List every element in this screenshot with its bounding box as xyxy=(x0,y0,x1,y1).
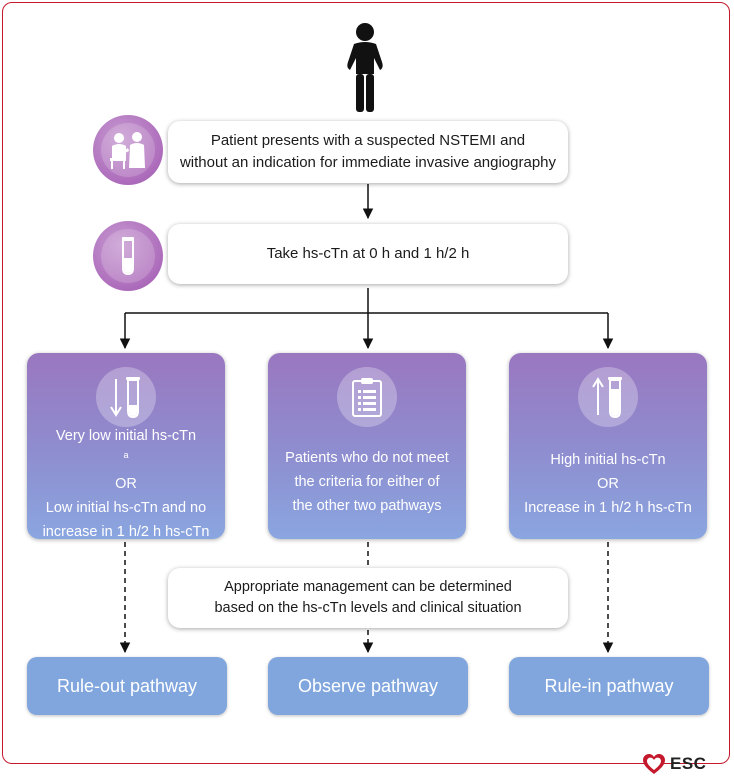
test-tube-icon-circle xyxy=(93,221,163,291)
management-note: Appropriate management can be determined… xyxy=(168,568,568,628)
esc-logo-text: ESC xyxy=(670,754,707,773)
step-patient-presents: Patient presents with a suspected NSTEMI… xyxy=(168,121,568,183)
step-patient-presents-text: Patient presents with a suspected NSTEMI… xyxy=(179,132,557,171)
card-other-line2: the criteria for either of xyxy=(294,474,440,490)
card-low-line3: Low initial hs-cTn and no xyxy=(45,500,207,516)
test-tube-up-icon-circle xyxy=(578,367,638,427)
card-high-hs-ctn: High initial hs-cTn OR Increase in 1 h/2… xyxy=(509,353,707,539)
card-other-line1: Patients who do not meet xyxy=(285,450,449,466)
esc-logo: ESC xyxy=(642,752,706,776)
card-other-line3: the other two pathways xyxy=(292,498,442,514)
test-tube-down-icon xyxy=(110,377,140,419)
management-note-text: Appropriate management can be determined… xyxy=(214,579,522,616)
card-low-line4: increase in 1 h/2 h hs-cTn xyxy=(42,524,210,540)
diagram-frame xyxy=(2,2,730,764)
rule-in-pathway: Rule-in pathway xyxy=(509,657,709,715)
doctor-patient-icon-circle xyxy=(93,115,163,185)
card-other-patients: Patients who do not meet the criteria fo… xyxy=(268,353,466,539)
esc-heart-logo xyxy=(643,754,665,774)
test-tube-icon xyxy=(122,237,134,276)
card-high-line3: Increase in 1 h/2 h hs-cTn xyxy=(524,500,692,516)
test-tube-down-icon-circle xyxy=(96,367,156,427)
step-take-hs-ctn-text: Take hs-cTn at 0 h and 1 h/2 h xyxy=(266,245,470,262)
card-high-line2: OR xyxy=(597,476,619,492)
rule-out-pathway: Rule-out pathway xyxy=(27,657,227,715)
card-low-line2: OR xyxy=(115,476,137,492)
person-icon xyxy=(347,23,383,112)
card-high-line1: High initial hs-cTn xyxy=(550,452,666,468)
footnote-a: a xyxy=(123,450,129,461)
rule-out-pathway-label: Rule-out pathway xyxy=(56,675,198,696)
rule-in-pathway-label: Rule-in pathway xyxy=(544,675,674,696)
test-tube-up-icon xyxy=(592,377,622,419)
doctor-patient-icon xyxy=(110,132,145,169)
observe-pathway: Observe pathway xyxy=(268,657,468,715)
observe-pathway-label: Observe pathway xyxy=(297,675,439,696)
clipboard-icon xyxy=(352,378,382,417)
step-take-hs-ctn: Take hs-cTn at 0 h and 1 h/2 h xyxy=(168,224,568,284)
clipboard-icon-circle xyxy=(337,367,397,427)
